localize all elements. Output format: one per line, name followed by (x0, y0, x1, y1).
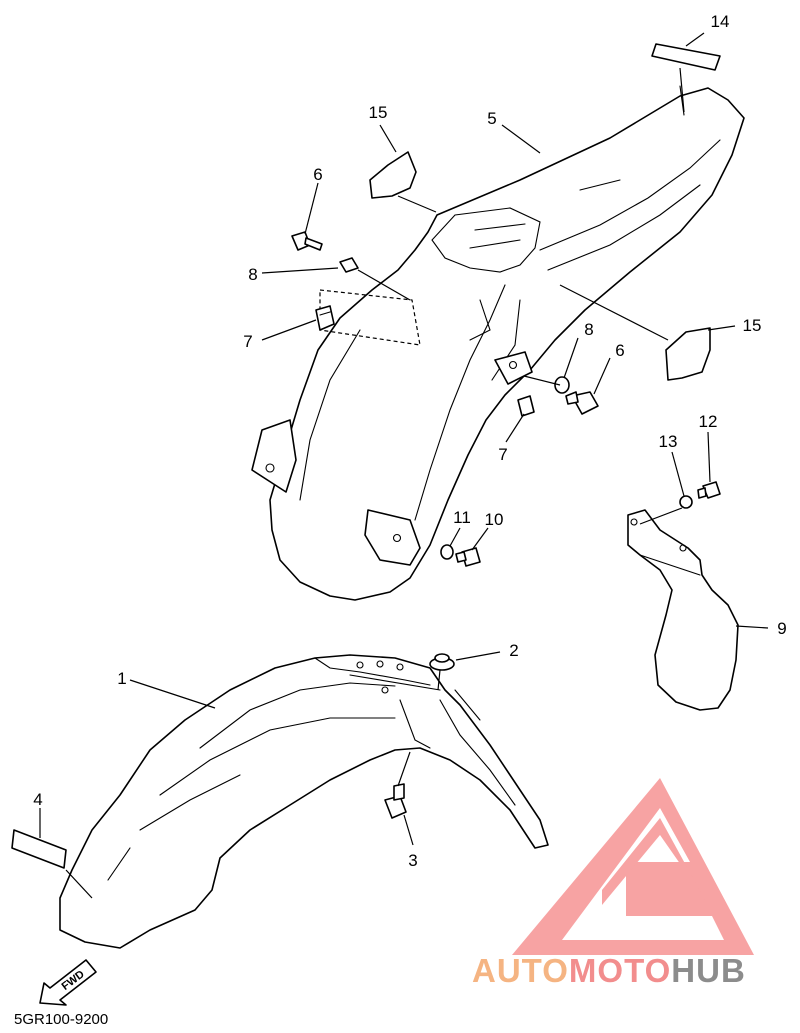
rear-fender (251, 85, 745, 601)
collar-8-right (554, 376, 570, 394)
mud-flap (627, 509, 739, 711)
callout-3: 3 (408, 851, 417, 870)
callout-8-right: 8 (584, 320, 593, 339)
watermark-moto: MOTO (569, 952, 671, 989)
callout-labels: 14 5 15 6 8 7 15 8 6 12 13 7 11 10 9 2 1… (33, 12, 786, 870)
callout-6-right: 6 (615, 341, 624, 360)
watermark-auto: AUTO (472, 952, 569, 989)
screw-12 (697, 481, 721, 499)
callout-7-left: 7 (243, 332, 252, 351)
fwd-arrow: FWD (39, 959, 97, 1006)
callout-12: 12 (699, 412, 718, 431)
clip-nut-7-right (517, 395, 535, 417)
bolt-3 (384, 783, 407, 819)
diagram-code: 5GR100-9200 (14, 1011, 108, 1028)
decal-14 (651, 43, 721, 71)
grommet-2 (429, 653, 455, 671)
callout-2: 2 (509, 641, 518, 660)
callout-5: 5 (487, 109, 496, 128)
callout-7-right: 7 (498, 445, 507, 464)
bolt-6-top (291, 231, 323, 251)
callout-13: 13 (659, 432, 678, 451)
callout-8-top: 8 (248, 265, 257, 284)
callout-15-right: 15 (743, 316, 762, 335)
automotohub-logo (512, 778, 754, 955)
washer-13 (679, 495, 693, 509)
collar-8-top (339, 257, 359, 273)
callout-9: 9 (777, 619, 786, 638)
decal-4 (11, 829, 67, 869)
decal-15-right (665, 327, 711, 381)
bolt-10 (455, 547, 481, 567)
front-fender (59, 654, 549, 949)
callout-11: 11 (453, 508, 471, 527)
leader-lines (39, 32, 769, 899)
clip-nut-7-left (315, 305, 335, 331)
washer-11 (440, 544, 454, 560)
callout-10: 10 (485, 510, 504, 529)
watermark-text: AUTOMOTOHUB (472, 952, 746, 989)
bolt-6-right (565, 391, 599, 415)
callout-15-left: 15 (369, 103, 388, 122)
watermark-hub: HUB (671, 952, 746, 989)
decal-15-left (369, 151, 417, 199)
callout-4: 4 (33, 790, 42, 809)
callout-1: 1 (117, 669, 126, 688)
callout-14: 14 (711, 12, 730, 31)
callout-6-top: 6 (313, 165, 322, 184)
